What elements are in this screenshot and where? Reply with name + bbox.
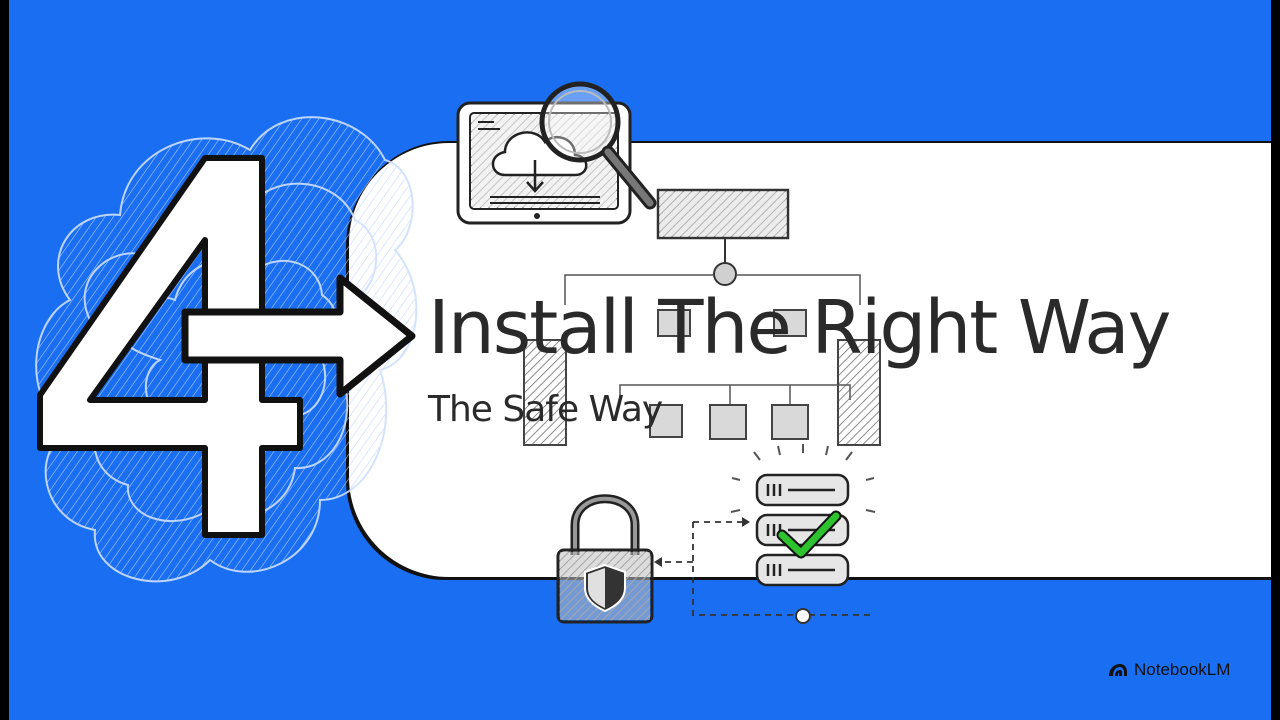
server-stack-icon bbox=[730, 444, 876, 587]
flow-diagram bbox=[523, 188, 881, 446]
tablet-cloud-download-icon bbox=[456, 101, 632, 225]
dashed-connectors bbox=[662, 521, 870, 616]
magnifying-glass-icon bbox=[539, 81, 657, 210]
checkmark-icon bbox=[776, 510, 842, 559]
brand-label: NotebookLM bbox=[1134, 660, 1231, 679]
arrow-icon bbox=[181, 274, 416, 398]
slide-title: Install The Right Way bbox=[428, 285, 1171, 371]
slide-subtitle: The Safe Way bbox=[428, 389, 663, 430]
notebooklm-logo-icon bbox=[1109, 664, 1127, 676]
brand-watermark: NotebookLM bbox=[1108, 660, 1230, 680]
padlock-shield-icon bbox=[556, 494, 654, 624]
